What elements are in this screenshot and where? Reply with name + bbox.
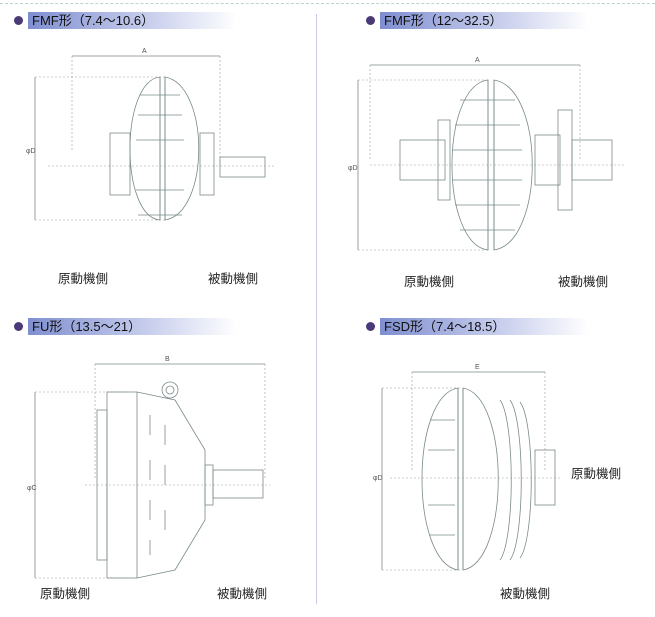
driver-side-label: 原動機側 [571, 467, 622, 481]
drawing-line [212, 469, 264, 499]
drawing-line [164, 76, 200, 221]
drawing-line [452, 99, 522, 231]
driver-side-label: 原動機側 [404, 275, 455, 289]
panel-header-fu: FU形（13.5～21） [14, 318, 237, 335]
drawing-line [109, 132, 131, 196]
panel-header-fmf-small: FMF形（7.4～10.6） [14, 12, 237, 29]
panel-title: FU形（13.5～21） [28, 318, 237, 335]
drawing-line [437, 119, 451, 201]
panel-header-fmf-large: FMF形（12～32.5） [366, 12, 589, 29]
dim-width-label: B [165, 356, 170, 363]
column-divider [316, 14, 317, 604]
drawing-line [571, 139, 613, 181]
drawing-line [421, 387, 459, 571]
fu-drawing: B φC [27, 356, 270, 579]
drawing-line [428, 419, 455, 536]
drawing-line [161, 381, 179, 399]
bullet-icon [366, 322, 375, 331]
dim-dia-label: φD [348, 165, 358, 172]
drawing-line [129, 76, 161, 221]
drawing-line [199, 132, 215, 196]
dim-width-label: A [142, 48, 147, 55]
dim-dia-label: φD [373, 475, 383, 482]
driver-side-label: 原動機側 [58, 272, 109, 286]
panel-title: FSD形（7.4～18.5） [380, 318, 589, 335]
driven-side-label: 被動機側 [500, 587, 551, 601]
dim-width-label: E [475, 364, 480, 371]
drawing-line [165, 385, 175, 395]
drawing-line [451, 79, 489, 251]
drawing-line [534, 134, 561, 186]
bullet-icon [14, 322, 23, 331]
fmf-large-drawing: A φD [348, 57, 625, 251]
driver-side-label: 原動機側 [40, 587, 91, 601]
dim-dia-label: φC [27, 485, 37, 492]
drawing-line [499, 399, 532, 561]
drawing-line [136, 94, 184, 216]
drawing-line [219, 156, 266, 178]
drawing-line [149, 415, 166, 555]
top-dashed-rule [0, 3, 655, 4]
fsd-drawing: E φD [373, 364, 560, 571]
drawing-line [534, 449, 556, 506]
bullet-icon [366, 16, 375, 25]
panel-title: FMF形（7.4～10.6） [28, 12, 237, 29]
driven-side-label: 被動機側 [208, 272, 259, 286]
driven-side-label: 被動機側 [558, 275, 609, 289]
panel-title: FMF形（12～32.5） [380, 12, 589, 29]
driven-side-label: 被動機側 [217, 587, 268, 601]
fmf-small-drawing: A φD [26, 48, 275, 221]
drawing-line [493, 79, 533, 251]
panel-header-fsd: FSD形（7.4～18.5） [366, 318, 589, 335]
drawing-line [462, 387, 499, 571]
dim-dia-label: φD [26, 148, 36, 155]
drawing-line [399, 139, 446, 181]
bullet-icon [14, 16, 23, 25]
dim-width-label: A [475, 57, 480, 64]
